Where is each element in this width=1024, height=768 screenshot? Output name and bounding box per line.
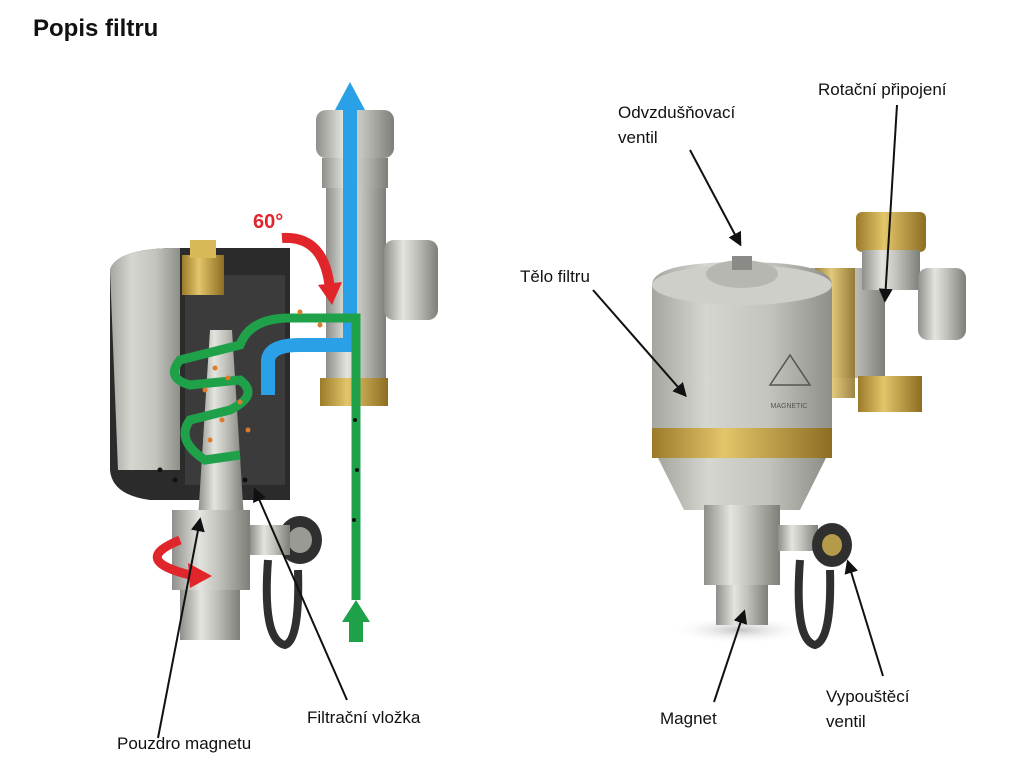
pointer-rotacni <box>878 104 898 303</box>
inlet-arrow-icon <box>342 600 370 642</box>
label-rotacni-pripojeni: Rotační připojení <box>818 80 947 99</box>
pointer-magnet <box>713 609 748 703</box>
pointer-vypousteci <box>844 559 884 677</box>
rotation-arrow-top-icon <box>281 232 335 291</box>
brand-badge: MAGNETIC <box>771 403 808 410</box>
brass-ring <box>652 428 832 458</box>
label-vypousteci-line2: ventil <box>826 712 866 731</box>
angle-label: 60° <box>253 211 283 233</box>
filter-body <box>652 262 832 432</box>
cutaway-filter-illustration <box>110 82 438 650</box>
bleed-valve-brass <box>182 255 224 295</box>
outlet-arrow-icon <box>335 82 365 110</box>
pointer-pouzdro <box>157 517 205 739</box>
label-odvzdusnovaci-ventil: Odvzdušňovací ventil <box>618 100 735 150</box>
pointer-odvzdusnovaci <box>689 149 742 247</box>
outlet-flow-blue <box>261 105 357 395</box>
side-nut-right <box>918 268 966 340</box>
product-filter-illustration: MAGNETIC <box>652 212 966 650</box>
brand-triangle-icon <box>768 353 812 386</box>
inlet-flow-green <box>169 313 361 600</box>
label-pouzdro-magnetu: Pouzdro magnetu <box>117 734 252 753</box>
bottom-spigot <box>172 510 250 590</box>
magnet-housing <box>704 505 780 585</box>
label-odvzdusnovaci-line1: Odvzdušňovací <box>618 103 736 122</box>
dirt-particles <box>202 309 323 443</box>
label-vypousteci-ventil: Vypouštěcí ventil <box>826 684 909 734</box>
bottom-brass-thread <box>858 376 922 412</box>
label-odvzdusnovaci-line2: ventil <box>618 128 658 147</box>
label-vypousteci-line1: Vypouštěcí <box>826 687 910 706</box>
pointer-filtracni <box>253 487 348 701</box>
air-vent-valve <box>732 256 752 270</box>
rotation-arrow-bottom-icon <box>153 535 192 580</box>
page-title: Popis filtru <box>33 15 159 42</box>
side-nut <box>384 240 438 320</box>
top-brass-thread <box>856 212 926 252</box>
label-filtracni-vlozka: Filtrační vložka <box>307 708 421 727</box>
label-magnet: Magnet <box>660 709 717 728</box>
pointer-telo <box>592 289 687 398</box>
label-telo-filtru: Tělo filtru <box>520 267 590 286</box>
